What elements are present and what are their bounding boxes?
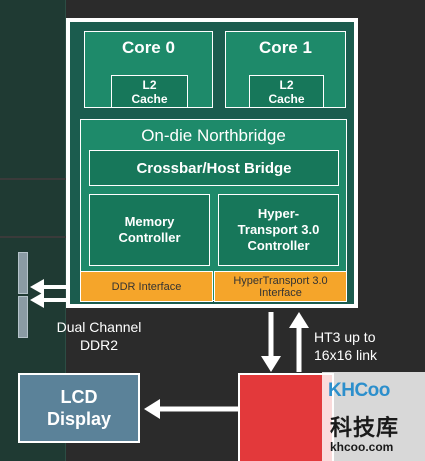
memory-label-line: Dual Channel <box>56 319 142 335</box>
lcd-label: Display <box>46 409 112 429</box>
board-divider <box>0 236 66 238</box>
chipset-block <box>238 373 334 461</box>
core-1-title: Core 1 <box>259 38 312 57</box>
crossbar-host-bridge: Crossbar/Host Bridge <box>89 150 339 186</box>
ht-link-label-line: 16x16 link <box>314 347 378 363</box>
memory-bus-arrowhead <box>30 279 44 295</box>
memory-slot <box>18 252 28 294</box>
hypertransport-controller: Hyper- Transport 3.0 Controller <box>218 194 339 266</box>
memory-controller: Memory Controller <box>89 194 210 266</box>
ht-controller-label: Controller <box>247 238 310 253</box>
memory-slot <box>18 296 28 338</box>
memory-bus-arrowhead <box>30 292 44 308</box>
l2-cache-label: L2 <box>279 78 294 92</box>
lcd-link-arrowhead <box>144 399 160 419</box>
core-1-l2-cache: L2 Cache <box>249 75 324 108</box>
northbridge-title: On-die Northbridge <box>141 126 286 145</box>
ht-link-label: HT3 up to 16x16 link <box>314 328 398 364</box>
watermark-chinese: 科技库 <box>330 415 400 440</box>
lcd-display-block: LCD Display <box>18 373 140 443</box>
ht-link-label-line: HT3 up to <box>314 329 376 345</box>
memory-label: Dual Channel DDR2 <box>44 318 154 354</box>
lcd-label: LCD <box>60 387 98 407</box>
ht-controller-label: Transport 3.0 <box>237 222 320 237</box>
ht-up-arrowhead <box>289 312 309 328</box>
core-0-block: Core 0 L2 Cache <box>84 31 213 108</box>
l2-cache-label: Cache <box>131 92 168 106</box>
hypertransport-interface: HyperTransport 3.0 Interface <box>214 271 347 302</box>
l2-cache-label: Cache <box>268 92 305 106</box>
ht-interface-label: HyperTransport 3.0 <box>233 274 328 287</box>
memory-label-line: DDR2 <box>79 337 119 353</box>
watermark-url: khcoo.com <box>330 440 394 454</box>
ddr-interface: DDR Interface <box>80 271 213 302</box>
crossbar-label: Crossbar/Host Bridge <box>136 159 292 177</box>
board-divider <box>0 178 66 180</box>
core-0-title: Core 0 <box>122 38 175 57</box>
ht-interface-label: Interface <box>259 286 302 299</box>
l2-cache-label: L2 <box>142 78 157 92</box>
memory-controller-label: Controller <box>118 230 181 245</box>
core-0-l2-cache: L2 Cache <box>111 75 188 108</box>
watermark-logo: KHCoo 科技库 khcoo.com <box>322 372 425 461</box>
memory-controller-label: Memory <box>124 214 175 229</box>
watermark-brand: KHCoo <box>328 380 390 401</box>
core-1-block: Core 1 L2 Cache <box>225 31 346 108</box>
ht-down-arrowhead <box>261 356 281 372</box>
ht-controller-label: Hyper- <box>257 206 300 221</box>
ddr-interface-label: DDR Interface <box>111 280 182 293</box>
